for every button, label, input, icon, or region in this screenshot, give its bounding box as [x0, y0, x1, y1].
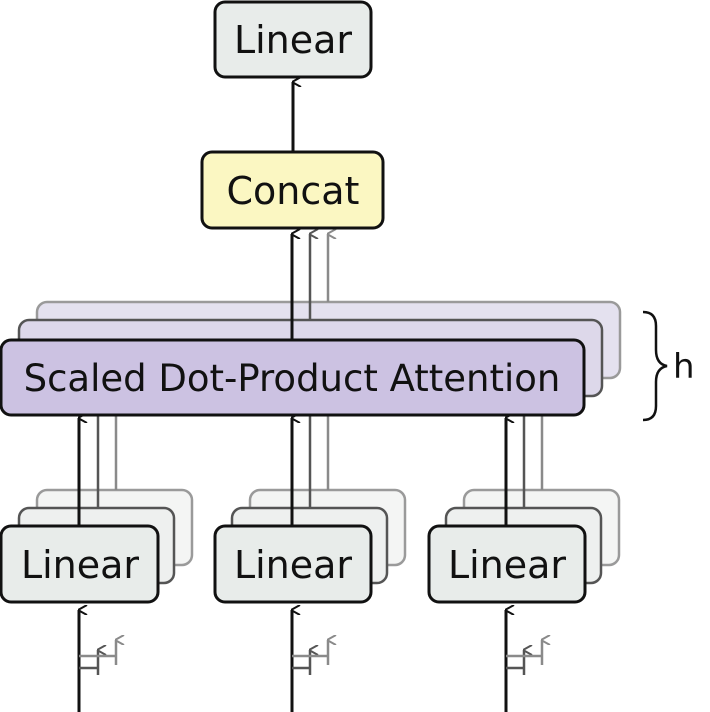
linear-label-3: Linear — [448, 543, 566, 587]
input-arrows-1 — [77, 610, 116, 712]
heads-brace: h — [642, 310, 695, 422]
attention-stack: Scaled Dot-Product Attention — [0, 300, 622, 417]
concat-node: Concat — [200, 150, 385, 230]
input-arrows-2 — [290, 610, 328, 712]
linear-stack-1: Linear — [0, 416, 194, 604]
linear-stack-3: Linear — [427, 416, 621, 604]
concat-label: Concat — [227, 169, 360, 213]
output-linear-node: Linear — [213, 0, 373, 79]
linear-stack-2: Linear — [213, 416, 407, 604]
linear-label-2: Linear — [234, 543, 352, 587]
attention-to-concat-arrows — [290, 234, 328, 340]
attention-label: Scaled Dot-Product Attention — [24, 357, 561, 400]
output-linear-box — [213, 0, 373, 79]
heads-label: h — [673, 347, 695, 387]
output-linear-label: Linear — [234, 18, 352, 62]
linear-label-1: Linear — [21, 543, 139, 587]
input-arrows-3 — [504, 610, 542, 712]
